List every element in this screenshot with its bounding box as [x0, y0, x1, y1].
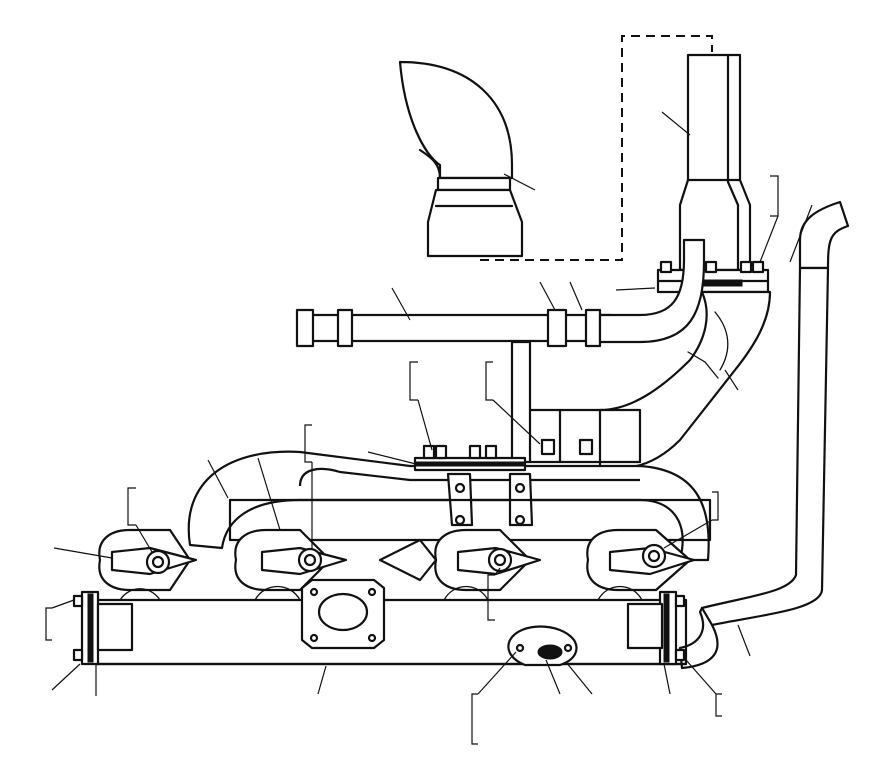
side-exhaust-pipe — [678, 200, 850, 670]
support-bracket — [510, 340, 642, 464]
left-end-cap — [72, 590, 134, 666]
stack-mounting-flange — [656, 268, 770, 294]
right-end-cap — [626, 590, 686, 666]
water-jacket-tube — [94, 598, 688, 666]
center-outlet-flange — [300, 578, 386, 650]
exhaust-stack-pipe — [678, 53, 752, 272]
leader-lines — [45, 111, 813, 745]
drain-cover-plate — [507, 625, 578, 667]
exhaust-elbow-dashed-connector — [480, 35, 713, 261]
exhaust-manifold — [187, 444, 712, 562]
crossover-tube — [295, 238, 706, 348]
port-gasket-arcs — [119, 586, 643, 601]
runner-clamps — [110, 543, 696, 576]
exhaust-elbow — [398, 60, 524, 258]
flange-bolts — [659, 260, 765, 274]
